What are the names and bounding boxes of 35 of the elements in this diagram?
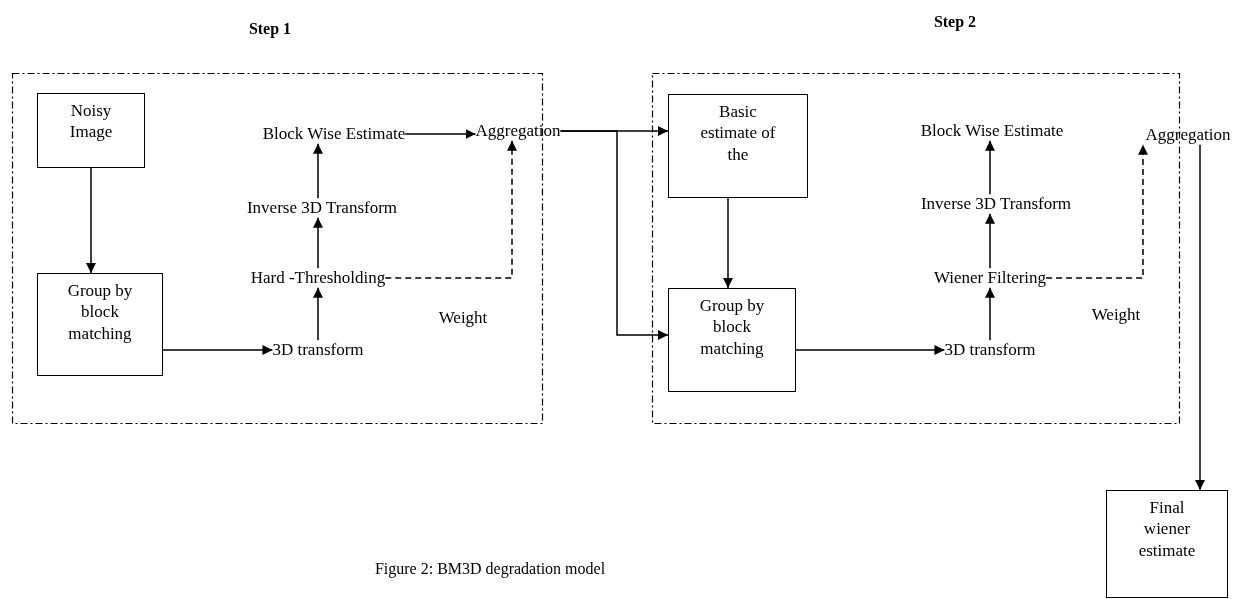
arrow [985, 287, 995, 341]
dashed-arrow [384, 140, 517, 279]
stage-heading: Step 2 [933, 13, 977, 31]
stage-heading: Step 1 [248, 20, 292, 38]
arrow [404, 129, 477, 139]
process-box: Final wiener estimate [1106, 490, 1228, 598]
arrow [723, 197, 733, 289]
arrow [313, 217, 323, 269]
process-box: Noisy Image [37, 93, 145, 168]
step-label: Wiener Filtering [933, 268, 1047, 288]
dashed-arrow [1045, 144, 1148, 279]
step-label: Block Wise Estimate [920, 121, 1064, 141]
arrow [313, 143, 323, 199]
arrow [1195, 144, 1205, 491]
weight-label: Weight [1091, 305, 1141, 325]
arrow [162, 345, 274, 355]
weight-label: Weight [438, 308, 488, 328]
arrow [559, 130, 669, 340]
step-label: 3D transform [944, 340, 1036, 360]
step-label: Block Wise Estimate [262, 124, 406, 144]
arrow [985, 140, 995, 195]
process-box: Group by block matching [37, 273, 163, 376]
arrow [313, 287, 323, 341]
step-label: Inverse 3D Transform [246, 198, 398, 218]
arrow [86, 167, 96, 274]
step-label: 3D transform [272, 340, 364, 360]
step-label: Aggregation [1145, 125, 1231, 145]
process-box: Basic estimate of the [668, 94, 808, 198]
step-label: Aggregation [475, 121, 561, 141]
figure-caption: Figure 2: BM3D degradation model [374, 560, 606, 578]
step-label: Hard -Thresholding [250, 268, 386, 288]
step-label: Inverse 3D Transform [920, 194, 1072, 214]
arrow [985, 213, 995, 269]
process-box: Group by block matching [668, 288, 796, 392]
arrow [795, 345, 946, 355]
